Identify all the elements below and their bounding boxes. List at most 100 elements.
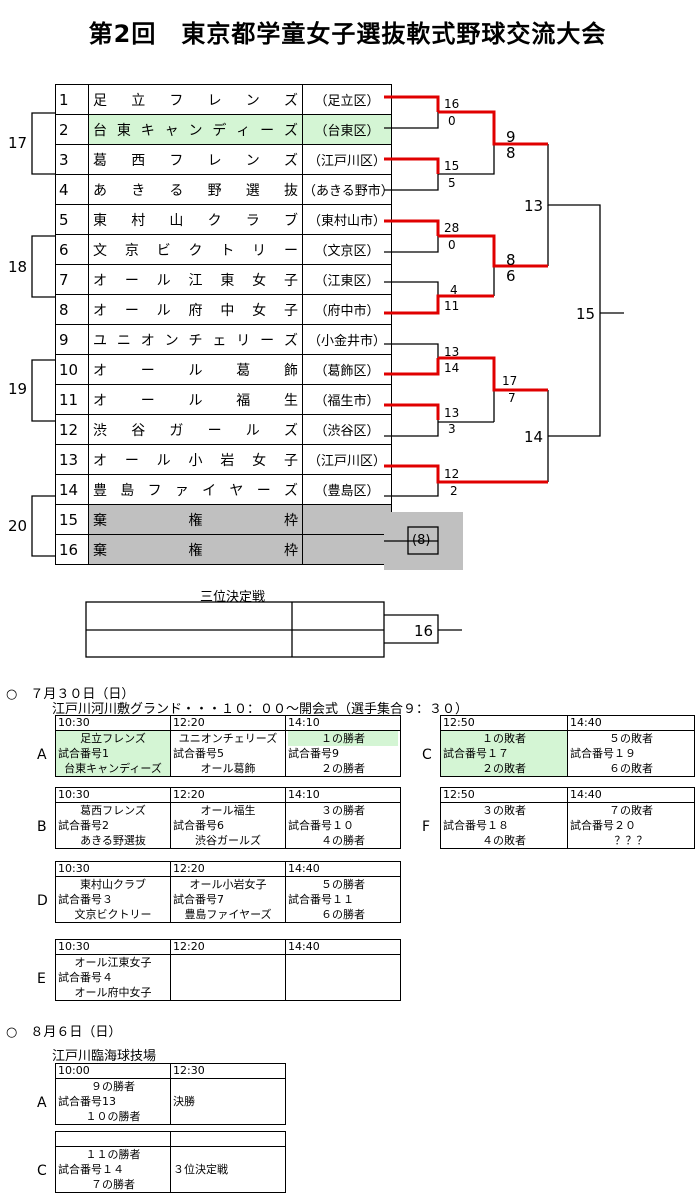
- time-slot: 12:20: [170, 715, 286, 731]
- team-name-text: オール葛飾: [93, 362, 298, 379]
- day1-date: ○ ７月３０日（日）: [6, 687, 135, 702]
- time-slot: 10:30: [55, 861, 171, 877]
- score: 8: [506, 144, 516, 162]
- bracket-lines: [31, 95, 624, 658]
- match-text: 文京ビクトリー: [74, 908, 152, 921]
- match-text: １０の勝者: [85, 1110, 141, 1123]
- match-text: 試合番号１１: [288, 893, 354, 906]
- match-text: ２の勝者: [321, 762, 365, 775]
- match-text: 試合番号1: [58, 747, 109, 760]
- match-text: オール福生: [200, 804, 256, 817]
- team-name-text: 棄権枠: [93, 512, 298, 529]
- match-text: ３位決定戦: [173, 1163, 228, 1176]
- match-text: 台東キャンディーズ: [64, 762, 162, 775]
- day1-venue: 江戸川河川敷グランド・・・１０：００～開会式（選手集合９：３０）: [52, 702, 469, 717]
- match-text: 試合番号5: [173, 747, 224, 760]
- score: 11: [444, 299, 460, 313]
- score: 17: [502, 374, 518, 388]
- match-text: ５の敗者: [609, 732, 653, 745]
- match-text: 試合番号１０: [288, 819, 354, 832]
- match-text: ７の敗者: [609, 804, 653, 817]
- score: 13: [444, 345, 460, 359]
- match-text: 試合番号2: [58, 819, 109, 832]
- page-title: 第2回 東京都学童女子選抜軟式野球交流大会: [88, 20, 607, 48]
- match-cell: [285, 954, 401, 1001]
- team-name: 文京ビクトリー: [88, 234, 303, 265]
- group-label: 18: [8, 258, 28, 276]
- field-letter: D: [37, 893, 48, 909]
- match-text: 渋谷ガールズ: [195, 834, 261, 847]
- team-name: 棄権枠: [88, 504, 303, 535]
- time-slot: 10:30: [55, 939, 171, 955]
- time-slot: 14:40: [285, 861, 401, 877]
- field-letter: E: [37, 971, 46, 987]
- match-cell: オール福生試合番号6 渋谷ガールズ: [170, 802, 286, 849]
- team-name: 棄権枠: [88, 534, 303, 565]
- match-text: 試合番号３: [58, 893, 113, 906]
- field-letter: A: [37, 1095, 47, 1111]
- team-name: あきる野選抜: [88, 174, 303, 205]
- time-slot: [55, 1131, 171, 1147]
- team-name-text: あきる野選抜: [93, 182, 298, 199]
- match-text: ？？？: [614, 834, 648, 847]
- team-name-text: 文京ビクトリー: [93, 242, 298, 259]
- match-number: 15: [576, 305, 596, 323]
- day2-date: ○ ８月６日（日）: [6, 1025, 122, 1040]
- match-text: 試合番号１４: [58, 1163, 124, 1176]
- score: 2: [450, 484, 458, 498]
- time-slot: 14:40: [285, 939, 401, 955]
- match-text: ７の勝者: [91, 1178, 135, 1191]
- score: 12: [444, 467, 460, 481]
- match-text: ６の勝者: [321, 908, 365, 921]
- team-number: 11: [55, 384, 89, 415]
- match-text: オール府中女子: [74, 986, 152, 999]
- field-letter: F: [422, 819, 431, 835]
- match-text: 試合番号6: [173, 819, 224, 832]
- team-number: 4: [55, 174, 89, 205]
- score: 0: [448, 238, 456, 252]
- time-slot: [170, 1131, 286, 1147]
- score: 0: [448, 114, 456, 128]
- time-slot: 12:50: [440, 715, 568, 731]
- match-number: 14: [524, 428, 544, 446]
- team-number: 7: [55, 264, 89, 295]
- score: 8: [506, 251, 516, 269]
- match-text: 豊島ファイヤーズ: [184, 908, 272, 921]
- match-text: 試合番号7: [173, 893, 224, 906]
- time-slot: 10:30: [55, 715, 171, 731]
- match-text: １の敗者: [482, 732, 526, 745]
- match-text: ユニオンチェリーズ: [178, 732, 278, 745]
- team-number: 12: [55, 414, 89, 445]
- match-number: 13: [524, 197, 544, 215]
- team-number: 14: [55, 474, 89, 505]
- team-name: オール小岩女子: [88, 444, 303, 475]
- group-label: 17: [8, 134, 28, 152]
- score: 9: [506, 128, 516, 146]
- team-area: （小金井市）: [302, 324, 392, 355]
- team-name: 台東キャンディーズ: [88, 114, 303, 145]
- field-letter: B: [37, 819, 47, 835]
- team-name: 渋谷ガールズ: [88, 414, 303, 445]
- team-area: （文京区）: [302, 234, 392, 265]
- field-letter: A: [37, 747, 47, 763]
- team-area: （府中市）: [302, 294, 392, 325]
- score: 6: [506, 267, 516, 285]
